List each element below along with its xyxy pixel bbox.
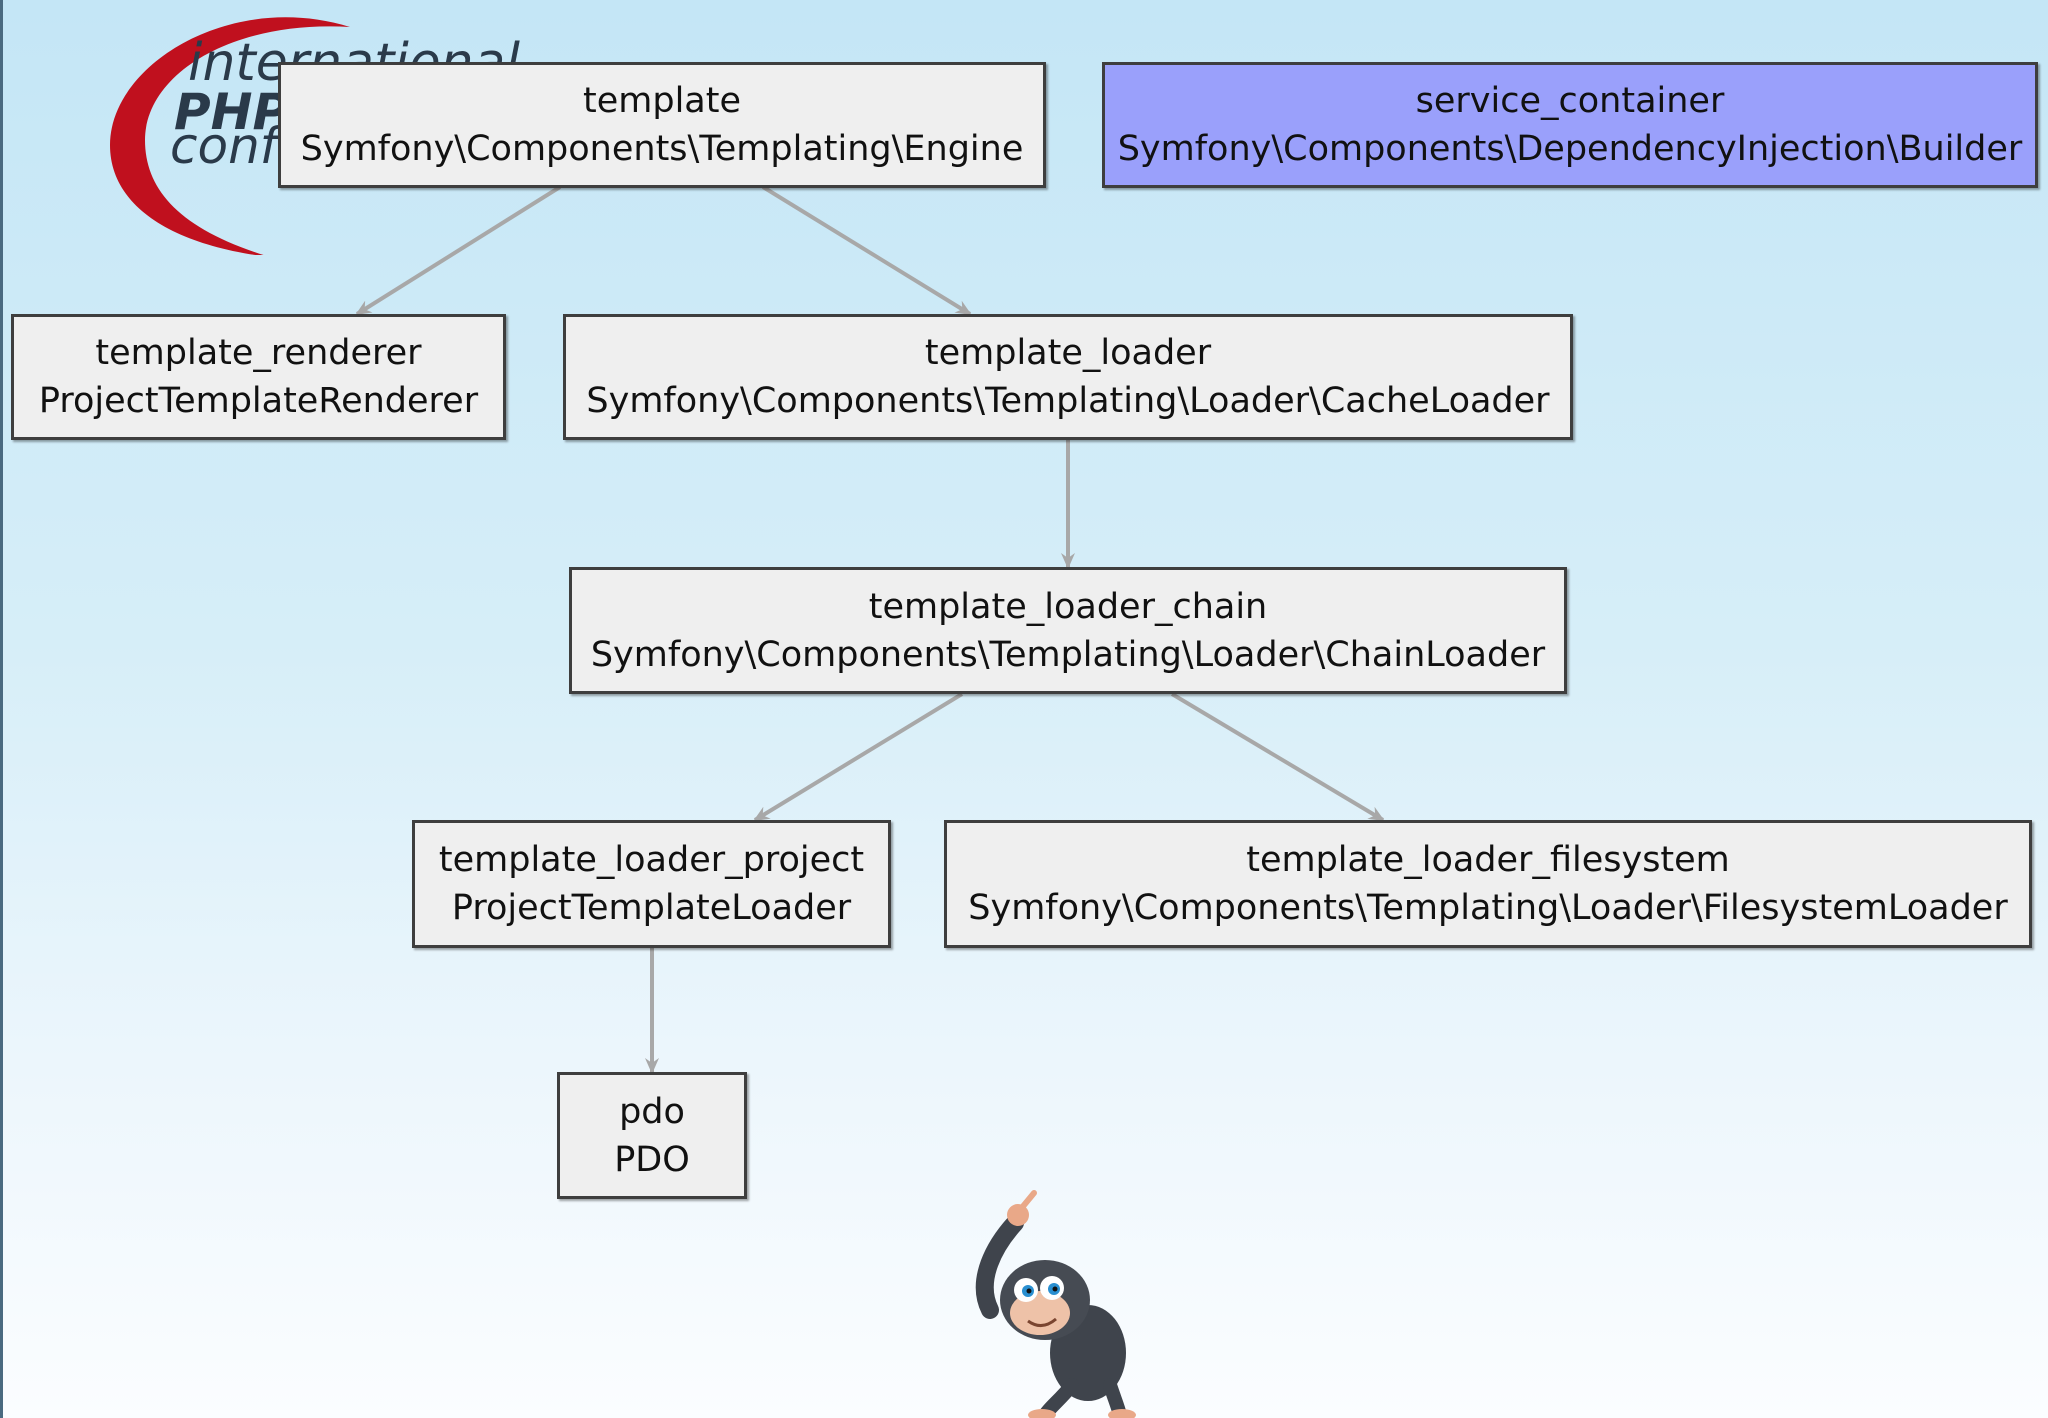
- node-name: template: [583, 81, 741, 121]
- logo-text-php: PHP: [174, 83, 290, 141]
- node-template-loader: template_loader Symfony\Components\Templ…: [563, 314, 1573, 440]
- node-class: Symfony\Components\DependencyInjection\B…: [1117, 129, 2023, 169]
- node-class: PDO: [614, 1139, 690, 1180]
- slide-left-border: [0, 0, 3, 1418]
- node-class: Symfony\Components\Templating\Loader\Cha…: [590, 634, 1546, 675]
- node-class: Symfony\Components\Templating\Engine: [300, 129, 1024, 169]
- node-class: Symfony\Components\Templating\Loader\Cac…: [586, 381, 1550, 421]
- logo-swoosh-icon: [110, 17, 350, 255]
- edge-chain-to-project: [753, 692, 964, 822]
- node-template: template Symfony\Components\Templating\E…: [278, 62, 1046, 188]
- node-name: service_container: [1415, 81, 1725, 121]
- edge-chain-to-filesystem: [1170, 692, 1385, 822]
- node-service-container: service_container Symfony\Components\Dep…: [1102, 62, 2038, 188]
- node-class: ProjectTemplateLoader: [451, 888, 852, 928]
- node-name: template_loader_chain: [868, 586, 1268, 627]
- node-name: pdo: [619, 1091, 685, 1132]
- edge-template-to-renderer: [355, 185, 562, 316]
- node-class: Symfony\Components\Templating\Loader\Fil…: [968, 888, 2008, 928]
- node-name: template_loader_project: [438, 840, 865, 880]
- node-template-loader-chain: template_loader_chain Symfony\Components…: [569, 567, 1567, 694]
- node-name: template_renderer: [95, 333, 422, 373]
- node-pdo: pdo PDO: [557, 1072, 747, 1199]
- monkey-mascot-icon: [975, 1190, 1136, 1418]
- node-template-loader-project: template_loader_project ProjectTemplateL…: [412, 820, 891, 948]
- node-name: template_loader: [924, 333, 1212, 373]
- node-template-loader-filesystem: template_loader_filesystem Symfony\Compo…: [944, 820, 2032, 948]
- node-class: ProjectTemplateRenderer: [38, 381, 479, 421]
- node-template-renderer: template_renderer ProjectTemplateRendere…: [11, 314, 506, 440]
- node-name: template_loader_filesystem: [1246, 840, 1730, 880]
- edge-template-to-loader: [761, 185, 972, 316]
